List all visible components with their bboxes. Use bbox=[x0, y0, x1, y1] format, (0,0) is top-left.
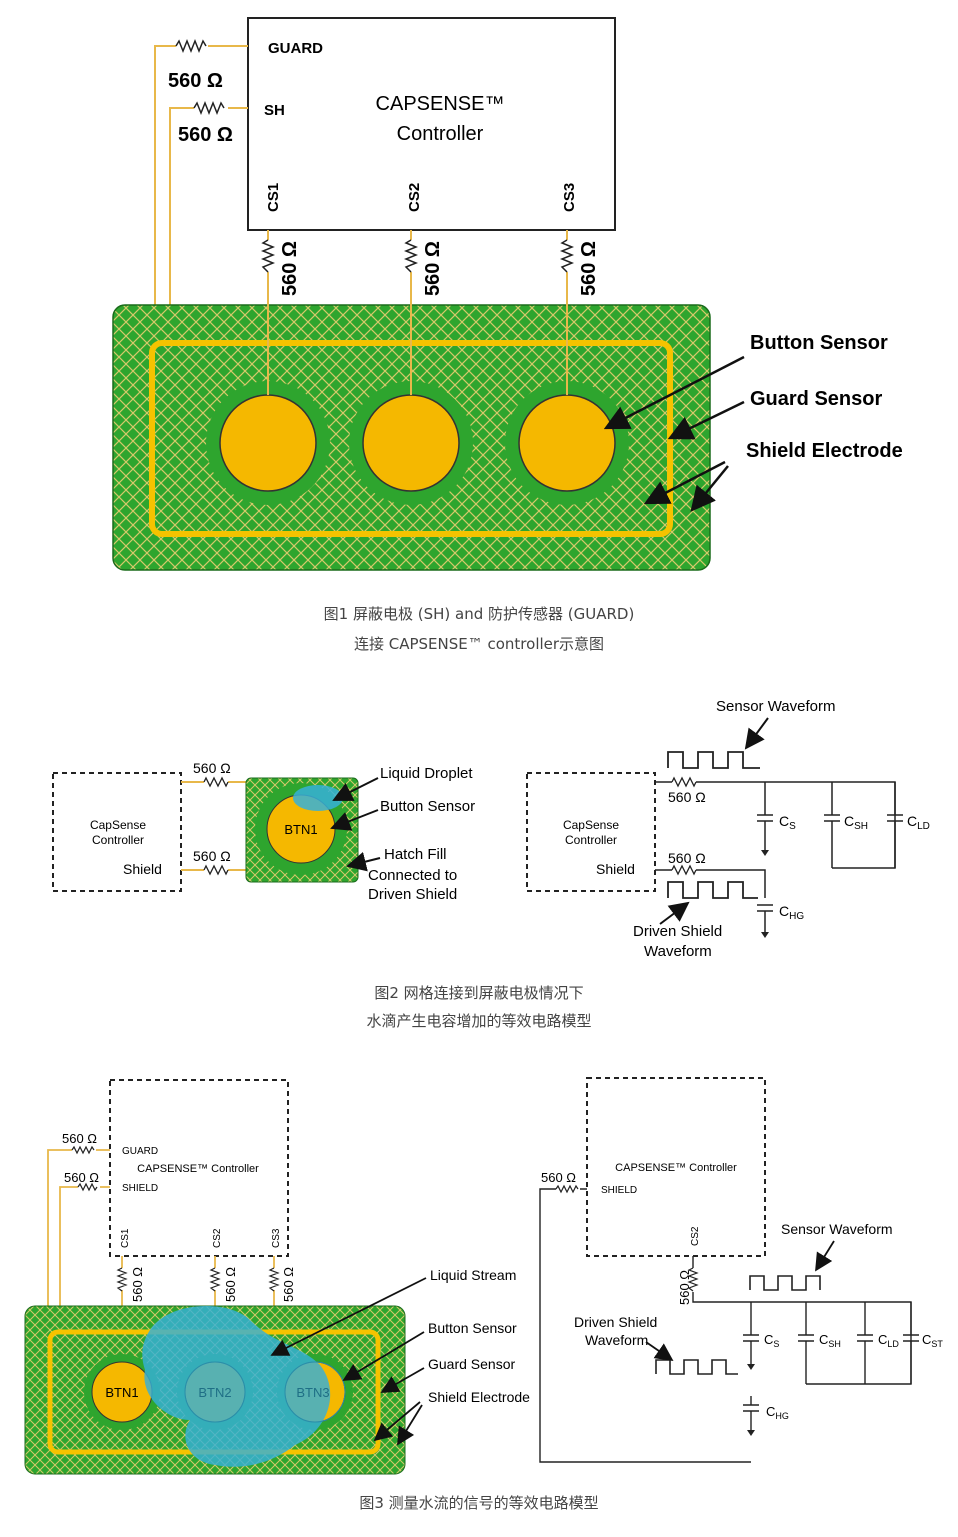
fig3-pin-guard: GUARD bbox=[122, 1146, 158, 1157]
controller-box bbox=[247, 17, 616, 231]
fig2-right-r1: 560 Ω bbox=[668, 789, 706, 805]
guard-trace-path bbox=[154, 45, 248, 320]
label-button-sensor: Button Sensor bbox=[750, 332, 888, 354]
fig2-right-shield: Shield bbox=[596, 861, 635, 877]
fig2-sensor-waveform-label: Sensor Waveform bbox=[716, 698, 835, 715]
controller-title: CAPSENSE™ bbox=[376, 93, 505, 115]
fig3-label-liquid: Liquid Stream bbox=[430, 1267, 516, 1283]
sh-resistor-label: 560 Ω bbox=[178, 124, 233, 146]
fig3-right-controller: CAPSENSE™ Controller bbox=[615, 1162, 737, 1174]
cs2-resistor-label: 560 Ω bbox=[422, 241, 444, 296]
guard-resistor bbox=[175, 38, 207, 54]
fig3-r-cs3: 560 Ω bbox=[281, 1267, 296, 1302]
figure-1: CAPSENSE™ Controller GUARD SH CS1 CS2 CS… bbox=[112, 17, 903, 571]
fig3-btn3: BTN3 bbox=[296, 1385, 329, 1400]
fig3-right-r-shield: 560 Ω bbox=[541, 1170, 576, 1185]
fig2-label-hatch-3: Driven Shield bbox=[368, 886, 457, 903]
fig2-btn1-label: BTN1 bbox=[284, 822, 317, 837]
fig3-right-shield-pin: SHIELD bbox=[601, 1185, 637, 1196]
fig2-liquid-droplet bbox=[293, 785, 343, 811]
fig3-btn2: BTN2 bbox=[198, 1385, 231, 1400]
fig2-left-ctrl-2: Controller bbox=[92, 833, 144, 847]
fig3-right-chip bbox=[586, 1077, 766, 1257]
fig3-pin-cs1: CS1 bbox=[120, 1228, 131, 1248]
fig3-r-guard: 560 Ω bbox=[62, 1131, 97, 1146]
fig3-btn1: BTN1 bbox=[105, 1385, 138, 1400]
fig2-caption-line1: 图2 网格连接到屏蔽电极情况下 bbox=[374, 984, 584, 1002]
fig3-label-button: Button Sensor bbox=[428, 1320, 517, 1336]
fig2-right-r2: 560 Ω bbox=[668, 850, 706, 866]
fig3-driven-label-1: Driven Shield bbox=[574, 1314, 657, 1330]
fig3-label-shield: Shield Electrode bbox=[428, 1389, 530, 1405]
fig3-sensor-waveform-label: Sensor Waveform bbox=[781, 1221, 893, 1237]
fig2-label-hatch-1: Hatch Fill bbox=[384, 846, 447, 863]
fig3-label-guard: Guard Sensor bbox=[428, 1356, 515, 1372]
button-sensor-2 bbox=[362, 394, 460, 492]
fig3-sensor-waveform bbox=[749, 1275, 821, 1291]
fig3-pin-cs3: CS3 bbox=[271, 1228, 282, 1248]
fig2-right-ctrl-1: CapSense bbox=[563, 818, 619, 832]
label-guard-sensor: Guard Sensor bbox=[750, 388, 882, 410]
pin-sh: SH bbox=[264, 102, 285, 119]
sh-trace-path bbox=[169, 107, 248, 320]
fig3-cld: CLD bbox=[878, 1332, 899, 1349]
fig3-pin-cs2: CS2 bbox=[212, 1228, 223, 1248]
figure-2: CapSense Controller Shield 560 Ω 560 Ω B… bbox=[52, 698, 930, 960]
fig3-chg: CHG bbox=[766, 1404, 789, 1421]
fig3-left-chip bbox=[109, 1079, 289, 1257]
fig2-cs: CS bbox=[779, 813, 796, 832]
fig3-r-cs2: 560 Ω bbox=[223, 1267, 238, 1302]
fig3-cs: CS bbox=[764, 1332, 779, 1349]
fig2-left-r2: 560 Ω bbox=[193, 848, 231, 864]
fig1-caption-line1: 图1 屏蔽电极 (SH) and 防护传感器 (GUARD) bbox=[323, 605, 635, 623]
fig2-right-chip bbox=[526, 772, 656, 892]
fig3-right-r-cs2: 560 Ω bbox=[677, 1270, 692, 1305]
cs3-resistor-label: 560 Ω bbox=[578, 241, 600, 296]
fig3-cst: CST bbox=[922, 1332, 943, 1349]
fig2-chg: CHG bbox=[779, 903, 804, 922]
pin-cs2: CS2 bbox=[406, 183, 423, 212]
pin-guard: GUARD bbox=[268, 40, 323, 57]
button-sensor-3 bbox=[518, 394, 616, 492]
fig2-csh: CSH bbox=[844, 813, 868, 832]
fig3-driven-waveform bbox=[655, 1359, 738, 1375]
fig2-driven-waveform bbox=[667, 881, 758, 899]
pin-cs1: CS1 bbox=[265, 183, 282, 212]
fig2-driven-label-1: Driven Shield bbox=[633, 923, 722, 940]
fig3-r-shield: 560 Ω bbox=[64, 1170, 99, 1185]
fig3-pin-shield: SHIELD bbox=[122, 1183, 158, 1194]
cs1-resistor-label: 560 Ω bbox=[279, 241, 301, 296]
fig2-label-button: Button Sensor bbox=[380, 798, 475, 815]
controller-subtitle: Controller bbox=[397, 123, 484, 145]
figure-3: CAPSENSE™ Controller GUARD SHIELD CS1 CS… bbox=[24, 1077, 943, 1475]
fig2-label-hatch-2: Connected to bbox=[368, 867, 457, 884]
fig3-driven-label-2: Waveform bbox=[585, 1332, 648, 1348]
sh-resistor bbox=[193, 100, 225, 116]
label-shield-electrode: Shield Electrode bbox=[746, 440, 903, 462]
fig3-r-cs1: 560 Ω bbox=[130, 1267, 145, 1302]
fig1-caption-line2: 连接 CAPSENSE™ controller示意图 bbox=[353, 635, 605, 653]
fig2-left-ctrl-1: CapSense bbox=[90, 818, 146, 832]
pin-cs3: CS3 bbox=[561, 183, 578, 212]
fig3-caption: 图3 测量水流的信号的等效电路模型 bbox=[359, 1494, 599, 1512]
fig2-left-r1: 560 Ω bbox=[193, 760, 231, 776]
fig2-sensor-waveform bbox=[667, 751, 760, 769]
fig3-right-cs2: CS2 bbox=[690, 1226, 701, 1246]
fig2-right-ctrl-2: Controller bbox=[565, 833, 617, 847]
fig2-left-chip bbox=[52, 772, 182, 892]
guard-resistor-label: 560 Ω bbox=[168, 70, 223, 92]
fig2-caption-line2: 水滴产生电容增加的等效电路模型 bbox=[366, 1012, 592, 1030]
fig2-left-shield: Shield bbox=[123, 861, 162, 877]
fig2-driven-label-2: Waveform bbox=[644, 943, 712, 960]
fig2-label-liquid: Liquid Droplet bbox=[380, 765, 473, 782]
button-sensors bbox=[206, 381, 629, 505]
fig2-cld: CLD bbox=[907, 813, 930, 832]
fig3-left-controller: CAPSENSE™ Controller bbox=[137, 1163, 259, 1175]
fig3-csh: CSH bbox=[819, 1332, 841, 1349]
button-sensor-1 bbox=[219, 394, 317, 492]
